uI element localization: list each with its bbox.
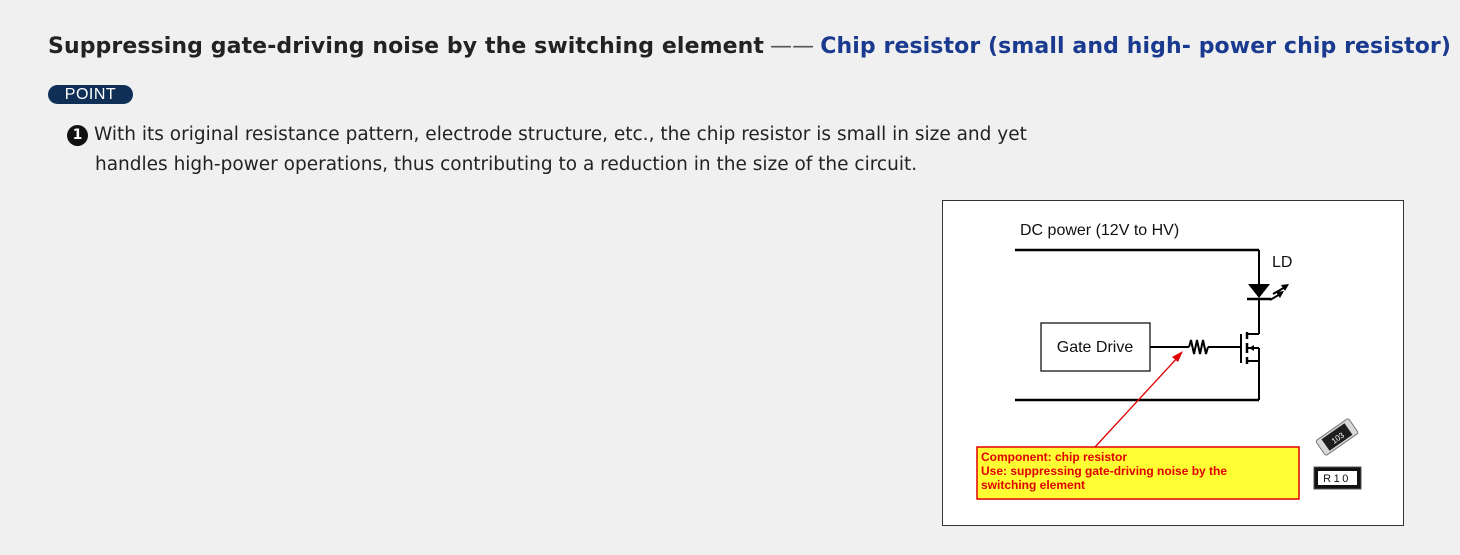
callout-arrow <box>1094 355 1180 448</box>
point-badge: POINT <box>48 85 133 104</box>
dc-power-label: DC power (12V to HV) <box>1020 222 1179 239</box>
title-accent: Chip resistor (small and high- power chi… <box>820 34 1452 59</box>
ld-label: LD <box>1272 254 1292 271</box>
chip-resistor-top-icon: 103 <box>1315 418 1359 456</box>
gate-drive-label: Gate Drive <box>1057 339 1134 356</box>
chip-resistor-side-icon: R10 <box>1313 466 1362 490</box>
title-main: Suppressing gate-driving noise by the sw… <box>48 34 765 59</box>
callout-line-3: switching element <box>981 478 1085 492</box>
mosfet-icon <box>1240 332 1260 364</box>
title-dash: —— <box>770 34 815 59</box>
resistor-icon <box>1188 339 1209 355</box>
circuit-diagram: DC power (12V to HV) LD <box>942 200 1404 526</box>
gate-drive-box <box>1040 322 1151 372</box>
laser-diode-icon <box>1247 284 1289 301</box>
chip-marking-side: R10 <box>1323 473 1351 485</box>
point-line-2: handles high-power operations, thus cont… <box>95 154 918 175</box>
page-title: Suppressing gate-driving noise by the sw… <box>48 34 1451 59</box>
arrow-head-icon <box>1172 351 1183 362</box>
point-line-1: With its original resistance pattern, el… <box>94 124 1027 145</box>
number-one-icon: 1 <box>67 125 88 146</box>
callout-line-2: Use: suppressing gate-driving noise by t… <box>981 464 1227 478</box>
callout-line-1: Component: chip resistor <box>981 450 1127 464</box>
callout-box <box>976 446 1300 500</box>
point-description: 1 With its original resistance pattern, e… <box>67 120 1067 180</box>
circuit-diagram-svg: DC power (12V to HV) LD <box>976 222 1362 500</box>
